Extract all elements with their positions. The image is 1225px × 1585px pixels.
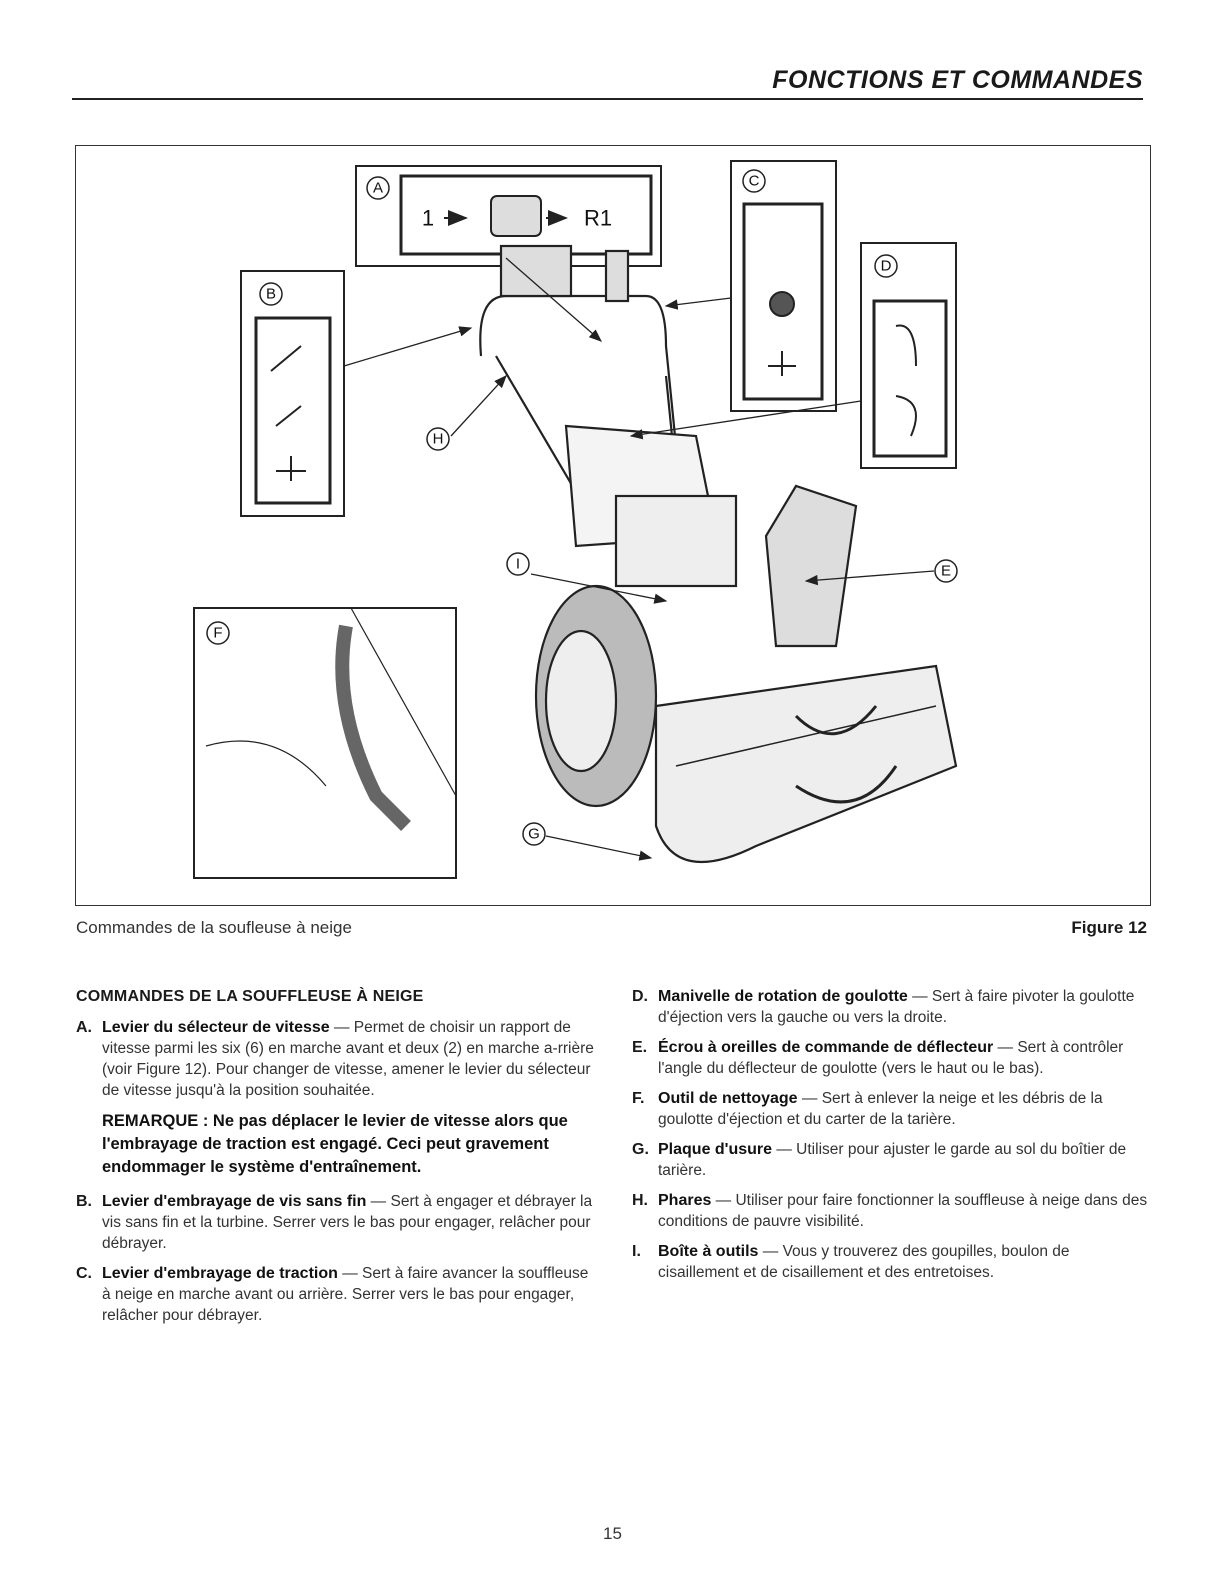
list-item: A. Levier du sélecteur de vitesse — Perm… xyxy=(76,1017,596,1101)
warning-note: REMARQUE : Ne pas déplacer le levier de … xyxy=(102,1112,568,1176)
item-letter: A. xyxy=(76,1019,92,1036)
list-item: G. Plaque d'usure — Utiliser pour ajuste… xyxy=(632,1139,1152,1181)
item-description: — Utiliser pour ajuster le garde au sol … xyxy=(658,1141,1127,1179)
item-term: Levier d'embrayage de traction xyxy=(102,1265,338,1282)
section-title: COMMANDES DE LA SOUFFLEUSE À NEIGE xyxy=(76,988,424,1005)
panel-d-decal xyxy=(860,242,957,469)
list-item: B. Levier d'embrayage de vis sans fin — … xyxy=(76,1191,596,1254)
page-number: 15 xyxy=(603,1524,622,1543)
callout-g: G xyxy=(528,826,540,843)
item-text: Outil de nettoyage — Sert à enlever la n… xyxy=(658,1088,1152,1130)
callout-g-circle xyxy=(522,822,546,846)
callout-a-circle xyxy=(366,176,390,200)
item-description: — Sert à enlever la neige et les débris … xyxy=(658,1090,1103,1128)
item-term: Outil de nettoyage xyxy=(658,1090,798,1107)
item-letter: B. xyxy=(76,1193,92,1210)
speed-label-forward: 1 xyxy=(422,206,434,231)
item-term: Manivelle de rotation de goulotte xyxy=(658,988,908,1005)
item-term: Plaque d'usure xyxy=(658,1141,773,1158)
page-section-title: FONCTIONS ET COMMANDES xyxy=(772,66,1143,94)
panel-f-cleaning-tool xyxy=(193,607,457,879)
item-letter: E. xyxy=(632,1039,648,1056)
item-description: — Sert à engager et débrayer la vis sans… xyxy=(102,1193,593,1252)
list-item: I. Boîte à outils — Vous y trouverez des… xyxy=(632,1241,1152,1283)
list-item: C. Levier d'embrayage de traction — Sert… xyxy=(76,1263,596,1326)
list-item: E. Écrou à oreilles de commande de défle… xyxy=(632,1037,1152,1079)
item-text: Boîte à outils — Vous y trouverez des go… xyxy=(658,1241,1152,1283)
item-term: Écrou à oreilles de commande de déflecte… xyxy=(658,1039,994,1056)
item-text: Plaque d'usure — Utiliser pour ajuster l… xyxy=(658,1139,1152,1181)
item-description: — Sert à contrôler l'angle du déflecteur… xyxy=(658,1039,1124,1077)
callout-h: H xyxy=(433,431,444,448)
callout-c: C xyxy=(749,173,760,190)
callout-f: F xyxy=(213,625,222,642)
item-text: Levier d'embrayage de vis sans fin — Ser… xyxy=(102,1191,596,1254)
item-term: Boîte à outils xyxy=(658,1243,759,1260)
item-term: Levier du sélecteur de vitesse xyxy=(102,1019,330,1036)
item-description: — Sert à faire pivoter la goulotte d'éje… xyxy=(658,988,1135,1026)
item-letter: G. xyxy=(632,1141,649,1158)
item-description: — Permet de choisir un rapport de vitess… xyxy=(102,1019,594,1099)
item-letter: D. xyxy=(632,988,648,1005)
item-letter: F. xyxy=(632,1090,645,1107)
left-column: COMMANDES DE LA SOUFFLEUSE À NEIGE A. Le… xyxy=(76,986,596,1335)
item-text: Écrou à oreilles de commande de déflecte… xyxy=(658,1037,1152,1079)
callout-b: B xyxy=(266,286,276,303)
callout-i-circle xyxy=(506,552,530,576)
item-text: Levier du sélecteur de vitesse — Permet … xyxy=(102,1017,596,1101)
figure-number: Figure 12 xyxy=(1071,918,1147,937)
callout-d: D xyxy=(881,258,892,275)
callout-h-circle xyxy=(426,427,450,451)
list-item: H. Phares — Utiliser pour faire fonction… xyxy=(632,1190,1152,1232)
callout-e-circle xyxy=(934,559,958,583)
list-item: D. Manivelle de rotation de goulotte — S… xyxy=(632,986,1152,1028)
snowblower-diagram: A B C D E F G H I 1 R1 xyxy=(193,160,958,879)
item-description: — Vous y trouverez des goupilles, boulon… xyxy=(658,1243,1070,1281)
callout-a: A xyxy=(373,180,383,197)
figure-12-illustration: A B C D E F G H I 1 R1 xyxy=(75,145,1151,906)
list-item: F. Outil de nettoyage — Sert à enlever l… xyxy=(632,1088,1152,1130)
right-column: D. Manivelle de rotation de goulotte — S… xyxy=(632,986,1152,1292)
item-letter: C. xyxy=(76,1265,92,1282)
item-term: Phares xyxy=(658,1192,712,1209)
callout-e: E xyxy=(941,563,951,580)
item-text: Manivelle de rotation de goulotte — Sert… xyxy=(658,986,1152,1028)
item-letter: I. xyxy=(632,1243,641,1260)
callout-i: I xyxy=(516,556,520,573)
item-term: Levier d'embrayage de vis sans fin xyxy=(102,1193,367,1210)
item-letter: H. xyxy=(632,1192,648,1209)
item-description: — Utiliser pour faire fonctionner la sou… xyxy=(658,1192,1148,1230)
item-description: — Sert à faire avancer la souffleuse à n… xyxy=(102,1265,589,1324)
item-text: Phares — Utiliser pour faire fonctionner… xyxy=(658,1190,1152,1232)
leader-lines xyxy=(343,257,935,861)
panel-c-decal xyxy=(730,160,837,412)
speed-label-reverse: R1 xyxy=(584,206,612,231)
panel-b-decal xyxy=(240,270,345,517)
item-text: Levier d'embrayage de traction — Sert à … xyxy=(102,1263,596,1326)
figure-caption: Commandes de la soufleuse à neige xyxy=(76,918,352,937)
header-rule xyxy=(72,98,1143,100)
snowblower-body xyxy=(479,244,958,864)
